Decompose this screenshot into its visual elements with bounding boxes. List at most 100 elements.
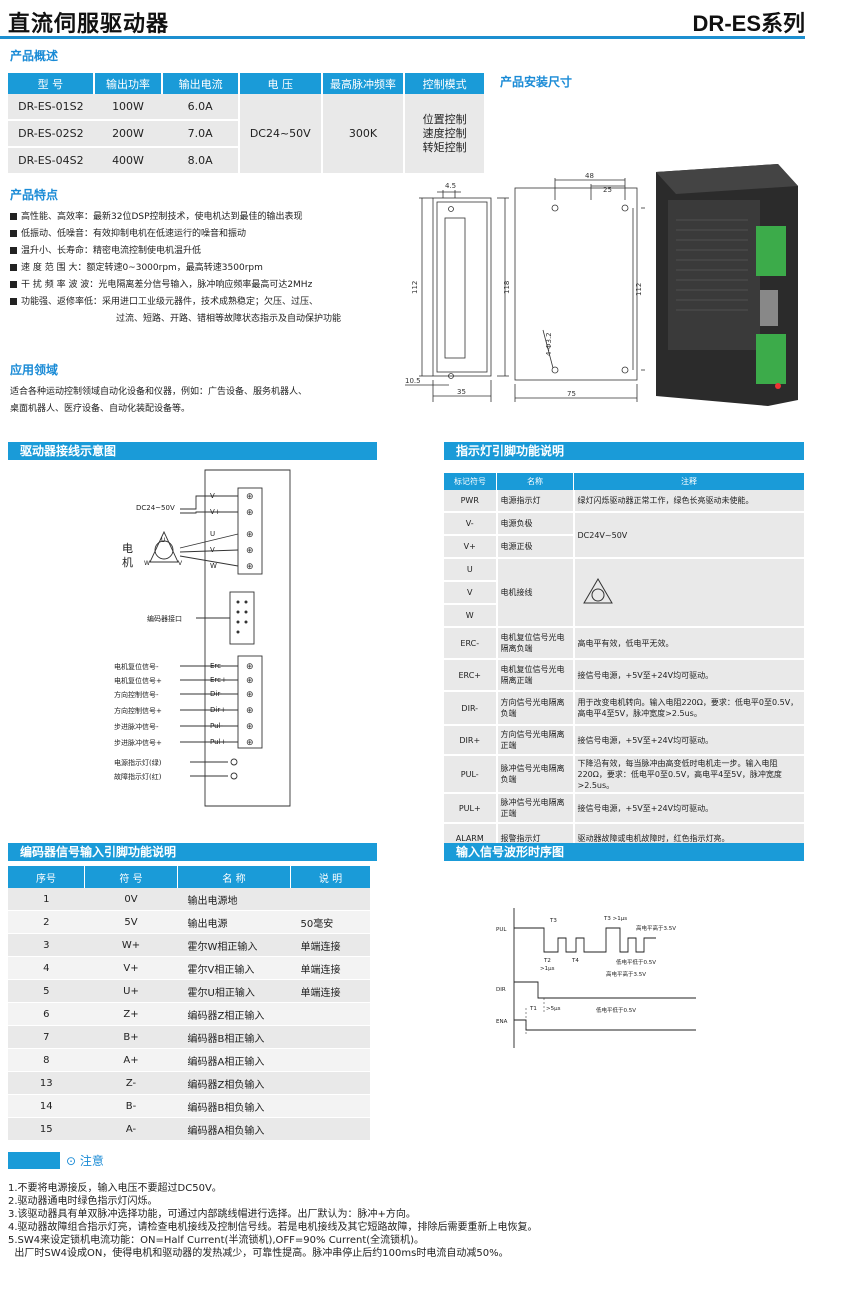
encoder-index: 3 [8,933,85,957]
terminal-label: Dir- [210,690,223,698]
mode-line: 速度控制 [422,126,467,140]
timing-diagram: PUL DIR ENA T3 T2 >1μs T4 T3 >1μs 高电平高于3… [496,908,696,1048]
terminal-label: Erc+ [210,676,227,684]
encoder-desc [290,1025,370,1049]
feature-value: 有效抑制电机在低速运行的噪音和振动 [93,229,247,239]
encoder-symbol: Z- [84,1071,178,1095]
application-heading: 应用领域 [10,363,59,377]
timing-label: T3 >1μs [603,916,627,922]
dim-label: 4.5 [445,182,456,190]
note-line: 2.驱动器通电时绿色指示灯闪烁。 [8,1196,158,1207]
terminal-label: V- [210,492,217,500]
motor-label: 电 [122,542,133,555]
pin-name: 脉冲信号光电隔离正端 [496,793,575,824]
timing-label: >5μs [546,1006,561,1012]
encoder-desc: 单端连接 [290,933,370,957]
encoder-name: 编码器B相正输入 [177,1025,291,1049]
terminal-label: Erc- [210,662,224,670]
feature-item: 低振动、低噪音：有效抑制电机在低速运行的噪音和振动 [10,226,410,243]
feature-key: 低振动、低噪音： [21,229,94,239]
power-cell: 400W [93,146,163,174]
feature-key: 温升小、长寿命： [21,246,94,256]
overview-table: 型 号 输出功率 输出电流 电 压 最高脉冲频率 控制模式 DR-ES-01S2… [8,73,484,174]
timing-label: 低电平低于0.5V [596,1006,636,1014]
timing-label: T3 [549,918,557,924]
encoder-name: 编码器Z相正输入 [177,1002,291,1026]
application-line: 桌面机器人、医疗设备、自动化装配设备等。 [10,404,191,414]
encoder-symbol: A- [84,1117,178,1141]
timing-label: 高电平高于3.5V [606,970,646,978]
dimension-drawing: 4.5 112 10.5 35 118 4-Φ3.2 48 25 112 75 [405,172,645,402]
encoder-name: 输出电源地 [177,888,291,911]
dim-label: 25 [603,186,612,194]
dim-label: 35 [457,388,466,396]
feature-value: 光电隔离差分信号输入，脉冲响应频率最高可达2MHz [98,280,313,290]
signal-name: DIR [496,987,506,993]
application-text: 适合各种运动控制领域自动化设备和仪器，例如：广告设备、服务机器人、 桌面机器人、… [10,384,307,418]
svg-text:⊕: ⊕ [246,690,254,700]
mode-cell: 位置控制 速度控制 转矩控制 [404,94,484,174]
current-cell: 6.0A [162,94,239,121]
pin-note: 下降沿有效，每当脉冲由高变低时电机走一步。输入电阻220Ω，要求：低电平0至0.… [573,755,804,794]
svg-text:⊕: ⊕ [246,546,254,556]
pin-note: 接信号电源，+5V至+24V均可驱动。 [573,659,804,692]
timing-label: T4 [571,958,579,964]
feature-item: 高性能、高效率：最新32位DSP控制技术，使电机达到最佳的输出表现 [10,209,410,226]
pin-row: DIR+方向信号光电隔离正端接信号电源，+5V至+24V均可驱动。 [444,725,804,756]
encoder-name: 霍尔V相正输入 [177,956,291,980]
svg-text:⊕: ⊕ [246,722,254,732]
pin-symbol: W [444,604,498,628]
feature-item: 温升小、长寿命：精密电流控制使电机温升低 [10,243,410,260]
col-desc: 说 明 [290,866,370,888]
pin-symbol: V [444,581,498,605]
pin-symbol: V- [444,512,498,536]
pin-name: 电源负极 [496,512,575,536]
encoder-symbol: U+ [84,979,178,1003]
encoder-symbol: W+ [84,933,178,957]
col-model: 型 号 [8,73,95,94]
timing-heading: 输入信号波形时序图 [444,843,804,861]
pin-symbol: PUL- [444,755,498,794]
pin-symbol: ERC+ [444,659,498,692]
pin-row: ERC-电机复位信号光电隔离负端高电平有效，低电平无效。 [444,627,804,660]
terminal-label: V+ [210,508,221,516]
series-title: DR-ES系列 [692,11,805,36]
feature-value: 采用进口工业级元器件，技术成熟稳定；欠压、过压、 [102,297,319,307]
encoder-name: 输出电源 [177,910,291,934]
note-line: 3.该驱动器具有单双脉冲选择功能，可通过内部跳线帽进行选择。出厂默认为：脉冲+方… [8,1209,416,1220]
led-label: 故障指示灯(红) [114,772,162,781]
note-line: 出厂时SW4设成ON，使得电机和驱动器的发热减少，可靠性提高。脉冲串停止后约10… [8,1248,509,1259]
pin-note: 绿灯闪烁驱动器正常工作，绿色长亮驱动未使能。 [573,490,804,513]
timing-label: >1μs [540,966,555,972]
dc-label: DC24~50V [136,504,175,512]
col-power: 输出功率 [93,73,164,94]
uvw-label: U [161,537,165,544]
terminal-label: W [210,562,217,570]
signal-label: 电机复位信号- [114,662,159,671]
signal-label: 电机复位信号+ [114,676,162,685]
feature-item: 干 扰 频 率 波 波：光电隔离差分信号输入，脉冲响应频率最高可达2MHz [10,277,410,294]
encoder-desc [290,1048,370,1072]
led-label: 电源指示灯(绿) [114,758,162,767]
col-symbol: 符 号 [84,866,178,888]
pins-heading: 指示灯引脚功能说明 [444,442,804,460]
encoder-index: 15 [8,1117,85,1141]
encoder-name: 编码器A相负输入 [177,1117,291,1141]
pin-symbol: PUL+ [444,793,498,824]
pin-name: 电源正极 [496,535,575,559]
encoder-symbol: Z+ [84,1002,178,1026]
pin-note: DC24V~50V [573,512,804,559]
feature-value: 最新32位DSP控制技术，使电机达到最佳的输出表现 [93,212,303,222]
pin-symbol: U [444,558,498,582]
dim-label: 10.5 [405,377,421,385]
pin-note: 接信号电源，+5V至+24V均可驱动。 [573,793,804,824]
overview-heading: 产品概述 [10,49,59,63]
